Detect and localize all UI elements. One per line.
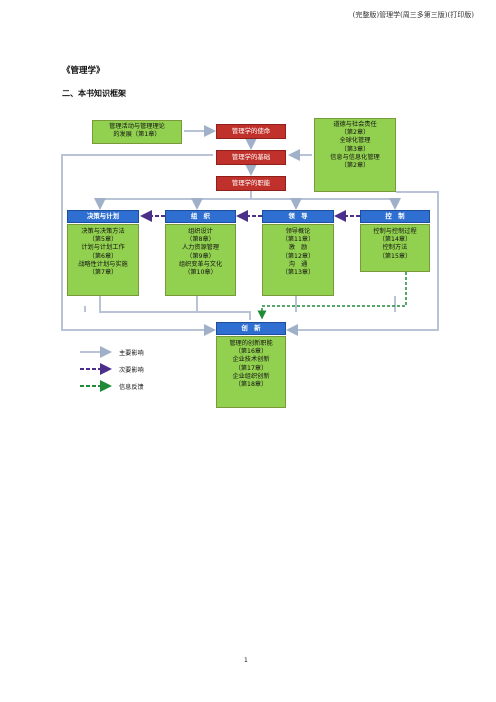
function-item: 激 励 [288, 244, 308, 252]
function-item: 控制与控制过程 [373, 228, 417, 235]
ethics-label: 道德与社会责任 [333, 121, 377, 128]
history-line-1: 管理活动与管理理论 [109, 123, 165, 130]
legend-main-label: 主要影响 [119, 350, 144, 357]
function-header-decision: 决策与计划 [67, 210, 139, 223]
context-stack-box: 道德与社会责任 （第2章） 全球化管理 （第3章） 信息与信息化管理 （第2章） [314, 118, 396, 192]
function-item: （第12章） [281, 252, 315, 260]
information-label: 信息与信息化管理 [330, 153, 380, 161]
page-number: 1 [244, 657, 248, 664]
innovation-item: 企业技术创新 [232, 356, 270, 364]
globalization-chapter: （第3章） [340, 145, 370, 153]
function-item: （第8章） [186, 236, 215, 244]
function-item: （第10章） [184, 269, 217, 277]
mission-box: 管理学的使命 [216, 124, 286, 139]
history-line-2: 的发展（第1章） [113, 131, 161, 139]
innovation-item: 企业组织创新 [232, 372, 270, 380]
function-body-decision: 决策与决策方法 （第5章） 计划与计划工作 （第6章） 战略性计划与实施 （第7… [67, 224, 139, 296]
innovation-item: （第16章） [234, 348, 268, 356]
function-header-leading: 领 导 [262, 210, 334, 223]
function-body-organizing: 组织设计 （第8章） 人力资源管理 （第9章） 组织变革与文化 （第10章） [165, 224, 236, 296]
function-item: （第14章） [378, 236, 412, 244]
function-header-controlling: 控 制 [360, 210, 430, 223]
information-chapter: （第2章） [340, 162, 370, 170]
function-body-leading: 领导概论 （第11章） 激 励 （第12章） 沟 通 （第13章） [262, 224, 334, 296]
function-item: 战略性计划与实施 [78, 260, 128, 268]
innovation-header: 创 新 [216, 322, 286, 335]
function-item: 沟 通 [288, 260, 308, 268]
history-box: 管理活动与管理理论 的发展（第1章） [92, 120, 182, 144]
innovation-body: 管理的创新职能 （第16章） 企业技术创新 （第17章） 企业组织创新 （第18… [216, 336, 286, 408]
function-item: （第13章） [281, 269, 315, 277]
foundation-box: 管理学的基础 [216, 150, 286, 165]
function-item: 人力资源管理 [181, 244, 220, 252]
function-item: （第11章） [281, 236, 315, 244]
globalization-label: 全球化管理 [339, 137, 371, 145]
section-heading: 二、本书知识框架 [62, 89, 126, 98]
function-item: 组织设计 [188, 228, 213, 235]
running-header: (完整版)管理学(周三多第三版)(打印版) [352, 11, 474, 19]
function-item: 决策与决策方法 [81, 228, 125, 235]
function-item: （第6章） [88, 252, 118, 260]
innovation-item: 管理的创新职能 [229, 340, 273, 347]
function-item: 领导概论 [285, 228, 311, 235]
legend-secondary-label: 次要影响 [119, 367, 144, 374]
function-item: 计划与计划工作 [81, 244, 125, 252]
function-item: 控制方法 [382, 244, 408, 252]
functions-box: 管理学的职能 [216, 176, 286, 191]
function-body-controlling: 控制与控制过程 （第14章） 控制方法 （第15章） [360, 224, 430, 272]
document-title: 《管理学》 [62, 66, 105, 76]
function-item: （第15章） [378, 252, 412, 260]
function-header-organizing: 组 织 [165, 210, 236, 223]
innovation-item: （第17章） [234, 364, 268, 372]
function-item: （第9章） [186, 252, 215, 260]
innovation-item: （第18章） [234, 381, 268, 389]
ethics-chapter: （第2章） [340, 129, 370, 137]
function-item: （第7章） [88, 269, 118, 277]
function-item: （第5章） [88, 236, 118, 244]
function-item: 组织变革与文化 [178, 260, 223, 268]
legend-feedback-label: 信息反馈 [119, 384, 144, 391]
